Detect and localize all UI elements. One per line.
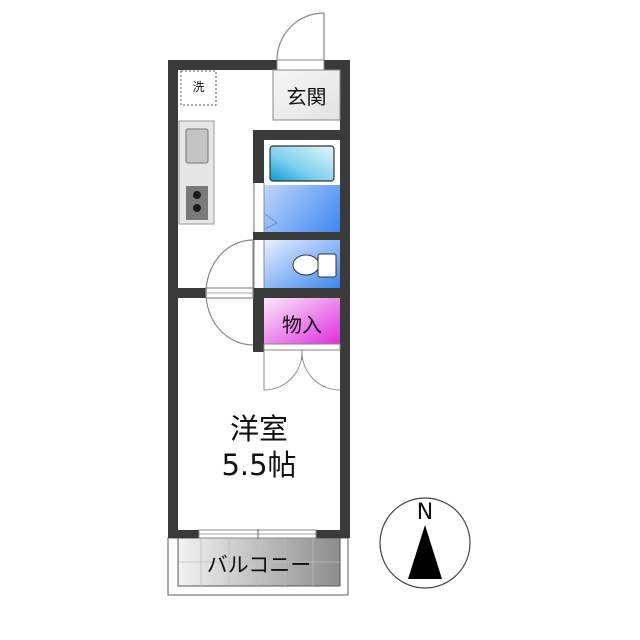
compass-north-label: N <box>416 500 434 525</box>
sink-icon <box>185 128 209 164</box>
bathroom <box>253 140 340 232</box>
closet <box>264 298 340 344</box>
kitchen-counter <box>178 120 215 225</box>
toilet-icon <box>292 254 320 276</box>
balcony <box>167 537 349 596</box>
compass-icon <box>379 497 471 589</box>
balcony-window <box>198 529 317 539</box>
western-room-size: 5.5帖 <box>221 448 297 482</box>
room-door <box>205 239 254 346</box>
closet-label: 物入 <box>282 313 322 337</box>
washer-label: 洗 <box>192 80 205 94</box>
toilet-room <box>253 240 340 288</box>
western-room-label: 洋室 <box>229 412 288 446</box>
entrance-area <box>272 69 341 121</box>
entrance-door <box>276 12 325 61</box>
balcony-label: バルコニー <box>206 553 312 577</box>
entrance-label: 玄関 <box>286 85 327 109</box>
bathtub-icon <box>269 145 335 182</box>
entrance-threshold <box>276 59 325 71</box>
walls <box>168 60 350 538</box>
closet-doors <box>263 343 341 391</box>
stove-icon <box>186 186 208 220</box>
washer-space <box>180 70 217 106</box>
